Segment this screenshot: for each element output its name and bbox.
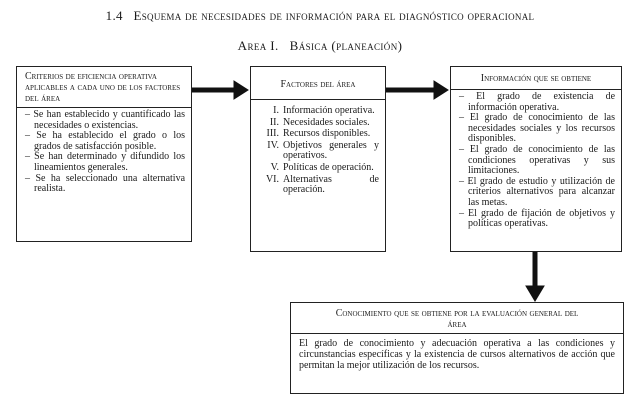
factores-item: III.Recursos disponibles.: [257, 128, 379, 140]
box-criterios-body: Se han establecido y cuantificado las ne…: [17, 107, 191, 199]
box-criterios: Criterios de eficiencia operativa aplica…: [16, 66, 192, 242]
box-factores-body: I. Información operativa. II. Necesidades …: [251, 99, 385, 201]
informacion-item: El grado de fijación de objetivos y polí…: [459, 208, 615, 230]
informacion-item: El grado de estudio y utilización de cri…: [459, 176, 615, 209]
factor-number: IV.: [267, 139, 279, 151]
factores-item: I. Información operativa.: [257, 105, 379, 117]
factor-number: II.: [269, 116, 279, 128]
factor-text: Alternativas de operación.: [283, 173, 379, 196]
factor-text: Objetivos generales y operativos.: [283, 139, 379, 162]
box-informacion-body: El grado de existencia de información op…: [451, 89, 621, 234]
factores-item: VI. Alternativas de operación.: [257, 173, 379, 196]
criterios-item: Se han determinado y difundido los linea…: [25, 152, 185, 173]
factor-number: III.: [266, 128, 280, 140]
factor-number: VI.: [265, 173, 279, 185]
criterios-item: Se ha establecido el grado o los grados …: [25, 130, 185, 152]
box-criterios-heading: Criterios de eficiencia operativa aplica…: [25, 71, 181, 104]
factor-text: Políticas de operación.: [283, 161, 374, 173]
informacion-item: El grado de conocimiento de las necesida…: [459, 112, 615, 145]
box-informacion-heading: Información que se obtiene: [480, 73, 592, 84]
factores-item: II. Necesidades sociales.: [257, 116, 379, 129]
factor-text: Necesidades sociales.: [283, 116, 370, 128]
factor-text: Recursos disponibles.: [283, 128, 371, 140]
box-conocimiento-body: El grado de conocimiento y adecuación op…: [291, 333, 623, 376]
factores-item: V. Políticas de operación.: [257, 161, 379, 174]
informacion-item: El grado de existencia de información op…: [459, 91, 615, 113]
criterios-item: Se ha seleccionado una alternativa reali…: [25, 173, 185, 195]
factor-number: V.: [270, 161, 279, 173]
subtitle-area: Area I.: [237, 38, 279, 53]
page-title: 1.4 Esquema de necesidades de informació…: [0, 8, 640, 24]
criterios-item: Se han establecido y cuantificado las ne…: [25, 109, 185, 131]
arrow-informacion-to-conocimiento-head: [525, 285, 545, 302]
factores-item: IV. Objetivos generales y operativos.: [257, 139, 379, 162]
page-subtitle: Area I. Básica (planeación): [0, 38, 640, 54]
title-text: Esquema de necesidades de información pa…: [133, 8, 535, 23]
subtitle-name: Básica (planeación): [289, 38, 403, 53]
factores-list: I. Información operativa. II. Necesidades …: [251, 100, 385, 201]
arrow-factores-to-informacion-head: [433, 80, 449, 100]
box-conocimiento-heading: Conocimiento que se obtiene por la evalu…: [335, 308, 579, 330]
box-factores: Factores del área I. Información operativ…: [250, 66, 386, 252]
informacion-item: El grado de conocimiento de las condicio…: [459, 144, 615, 177]
box-conocimiento: Conocimiento que se obtiene por la evalu…: [290, 302, 624, 394]
factor-number: I.: [273, 105, 279, 116]
criterios-list: Se han establecido y cuantificado las ne…: [17, 108, 191, 199]
title-number: 1.4: [105, 8, 123, 23]
factor-text: Información operativa.: [283, 105, 375, 116]
box-factores-heading: Factores del área: [280, 79, 356, 90]
box-informacion: Información que se obtiene El grado de e…: [450, 66, 622, 252]
informacion-list: El grado de existencia de información op…: [451, 90, 621, 234]
arrow-criterios-to-factores-head: [233, 80, 249, 100]
conocimiento-text: El grado de conocimiento y adecuación op…: [299, 338, 615, 371]
